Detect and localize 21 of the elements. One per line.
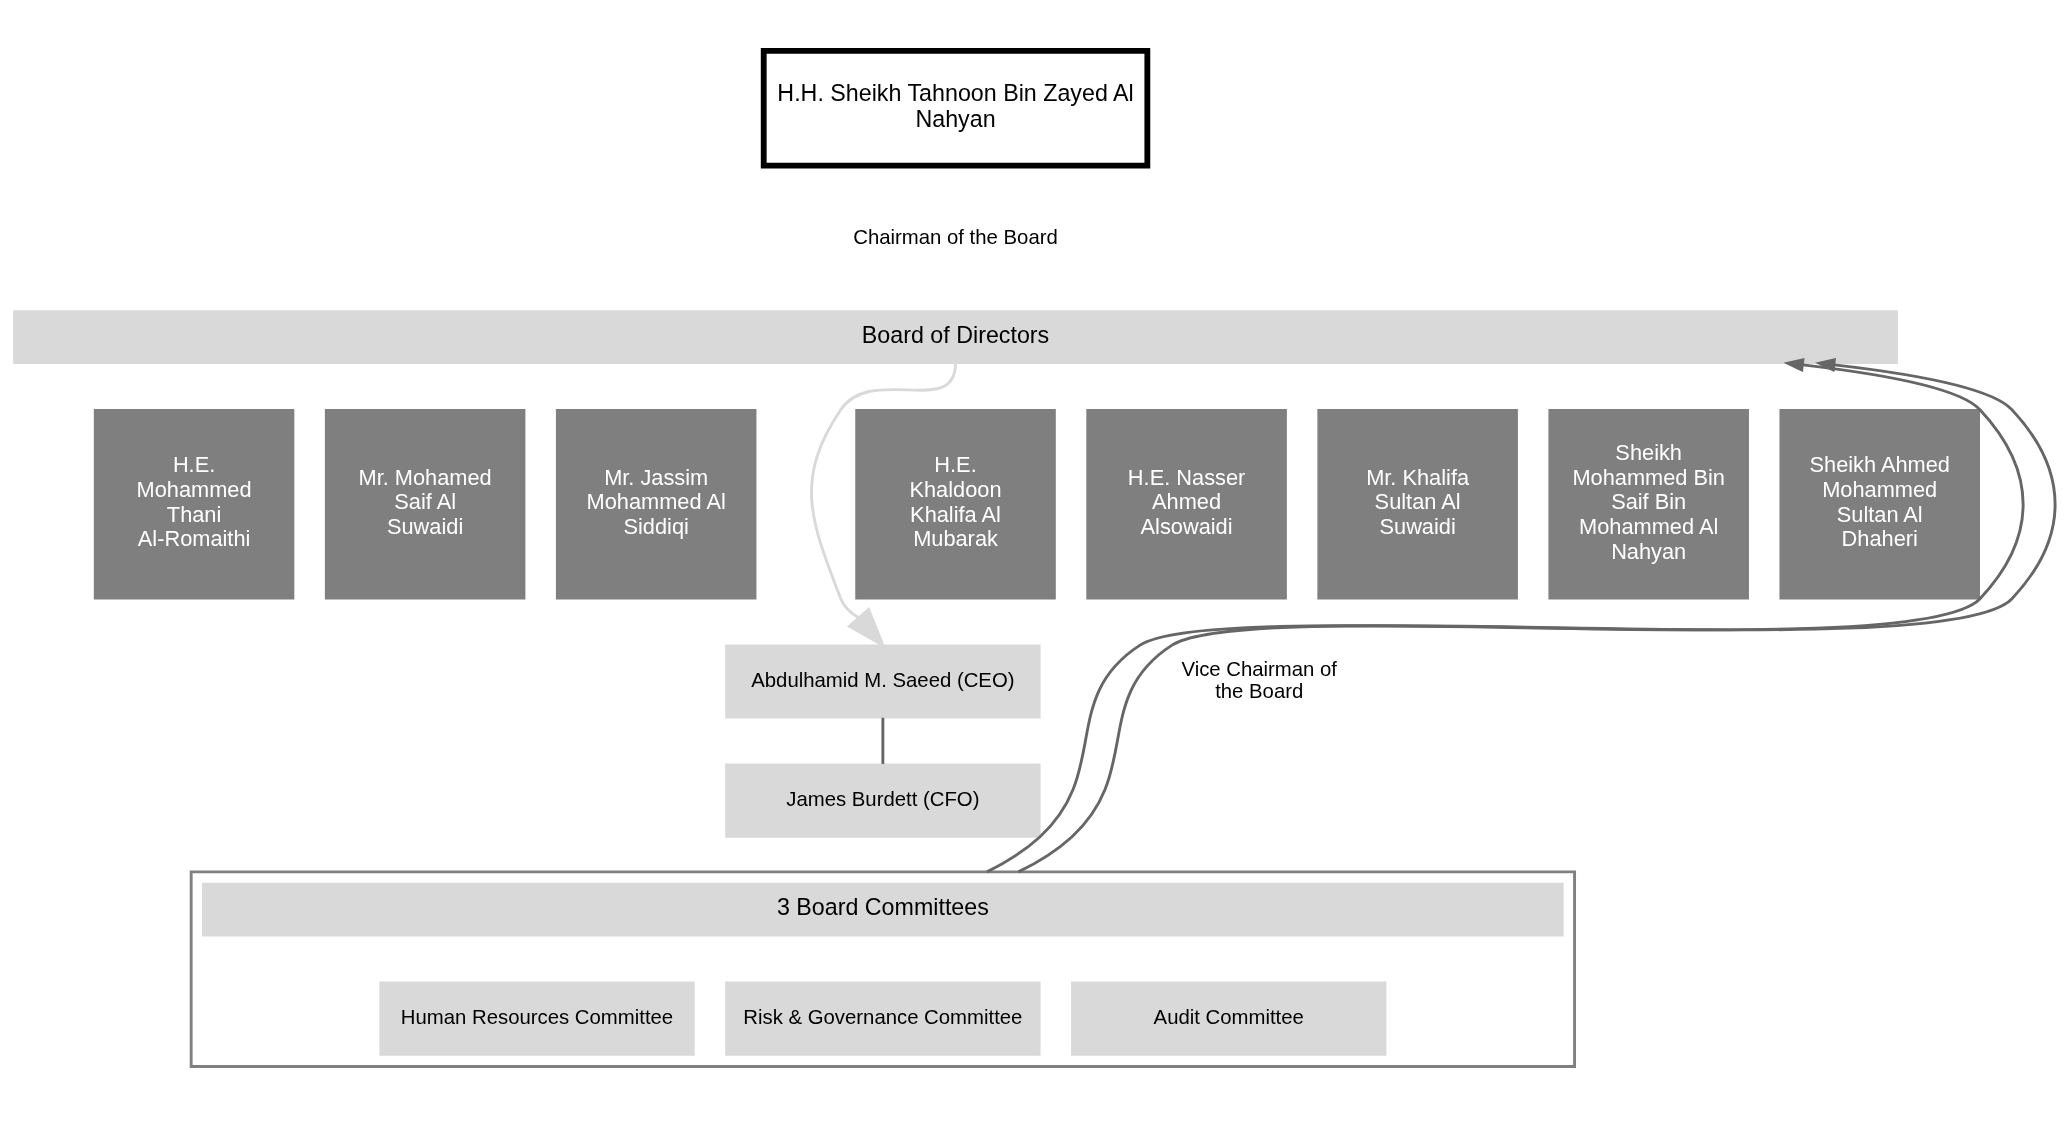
node-box: H.E. Nasser Ahmed Alsowaidi: [1086, 408, 1287, 599]
node-box: 3 Board Committees: [202, 882, 1564, 936]
node-box: H.H. Sheikh Tahnoon Bin Zayed Al Nahyan: [760, 47, 1151, 168]
node-box: Mr. Khalifa Sultan Al Suwaidi: [1317, 408, 1518, 599]
node-box: Mr. Jassim Mohammed Al Siddiqi: [555, 408, 757, 599]
node-box: Human Resources Committee: [379, 981, 695, 1056]
arrow: [810, 362, 957, 648]
node-box: Mr. Mohamed Saif Al Suwaidi: [324, 408, 526, 599]
node-box: H.E. Mohammed Thani Al-Romaithi: [93, 408, 295, 599]
node-label: Vice Chairman of the Board: [1181, 657, 1338, 702]
node-label: Chairman of the Board: [853, 225, 1058, 248]
node-box: James Burdett (CFO): [725, 763, 1041, 838]
connector: [881, 717, 885, 764]
node-box: Sheikh Ahmed Mohammed Sultan Al Dhaheri: [1779, 408, 1980, 599]
node-box: Sheikh Mohammed Bin Saif Bin Mohammed Al Nahyan: [1548, 408, 1749, 599]
cluster: [189, 869, 1577, 1068]
node-box: H.E. Khaldoon Khalifa Al Mubarak: [855, 408, 1056, 599]
node-box: Abdulhamid M. Saeed (CEO): [725, 643, 1041, 719]
node-box: Board of Directors: [13, 309, 1898, 364]
node-box: Risk & Governance Committee: [725, 981, 1041, 1056]
node-box: Audit Committee: [1071, 981, 1387, 1056]
